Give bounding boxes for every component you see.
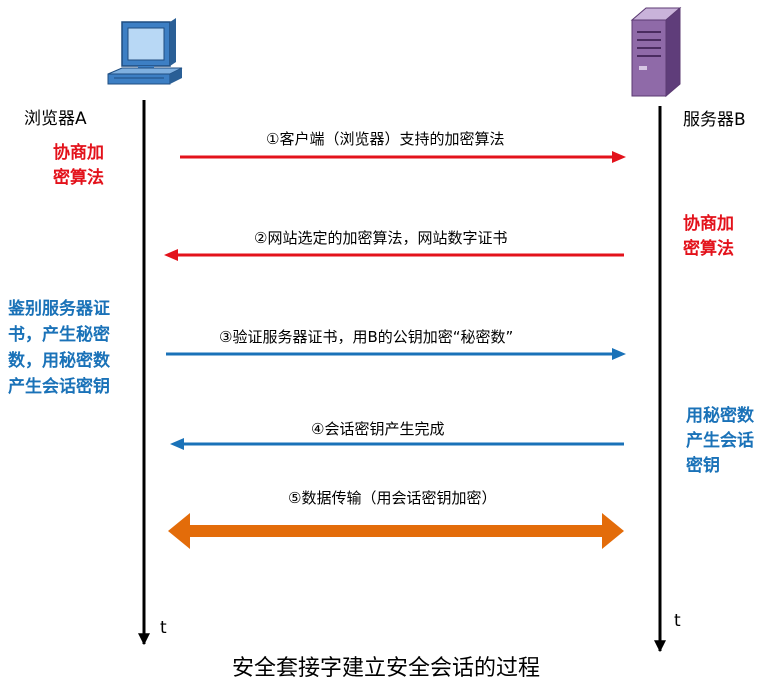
message-label-1: ①客户端（浏览器）支持的加密算法 bbox=[266, 130, 505, 148]
note-line: 密算法 bbox=[683, 239, 734, 259]
note-line: 协商加 bbox=[683, 214, 734, 234]
server-icon bbox=[630, 6, 682, 98]
message-arrow-2 bbox=[164, 249, 624, 261]
message-label-3: ③验证服务器证书，用B的公钥加密“秘密数” bbox=[219, 328, 514, 346]
browser-time-label: t bbox=[160, 618, 167, 638]
browser-verify-note: 鉴别服务器证 书，产生秘密 数，用秘密数 产生会话密钥 bbox=[8, 296, 110, 400]
computer-icon bbox=[107, 18, 183, 85]
note-line: 数，用秘密数 bbox=[8, 351, 110, 371]
server-time-label: t bbox=[674, 611, 681, 631]
message-label-2: ②网站选定的加密算法，网站数字证书 bbox=[254, 229, 508, 247]
note-line: 密算法 bbox=[53, 168, 104, 188]
diagram-caption: 安全套接字建立安全会话的过程 bbox=[232, 656, 541, 681]
note-line: 产生会话密钥 bbox=[8, 377, 110, 397]
note-line: 协商加 bbox=[53, 143, 104, 163]
message-arrow-3 bbox=[166, 348, 626, 360]
note-line: 用秘密数 bbox=[686, 406, 754, 426]
message-label-4: ④会话密钥产生完成 bbox=[311, 420, 445, 438]
note-line: 书，产生秘密 bbox=[8, 325, 110, 345]
note-line: 鉴别服务器证 bbox=[8, 299, 110, 319]
message-arrow-1 bbox=[180, 151, 626, 163]
server-label: 服务器B bbox=[683, 110, 746, 130]
message-arrow-4 bbox=[170, 438, 624, 450]
message-label-5: ⑤数据传输（用会话密钥加密） bbox=[288, 489, 497, 507]
note-line: 密钥 bbox=[686, 456, 720, 476]
note-line: 产生会话 bbox=[686, 431, 754, 451]
message-arrow-5 bbox=[168, 513, 624, 549]
browser-label: 浏览器A bbox=[24, 109, 87, 129]
browser-negotiate-note: 协商加 密算法 bbox=[53, 141, 104, 191]
server-negotiate-note: 协商加 密算法 bbox=[683, 212, 734, 262]
server-generate-note: 用秘密数 产生会话 密钥 bbox=[686, 404, 754, 479]
